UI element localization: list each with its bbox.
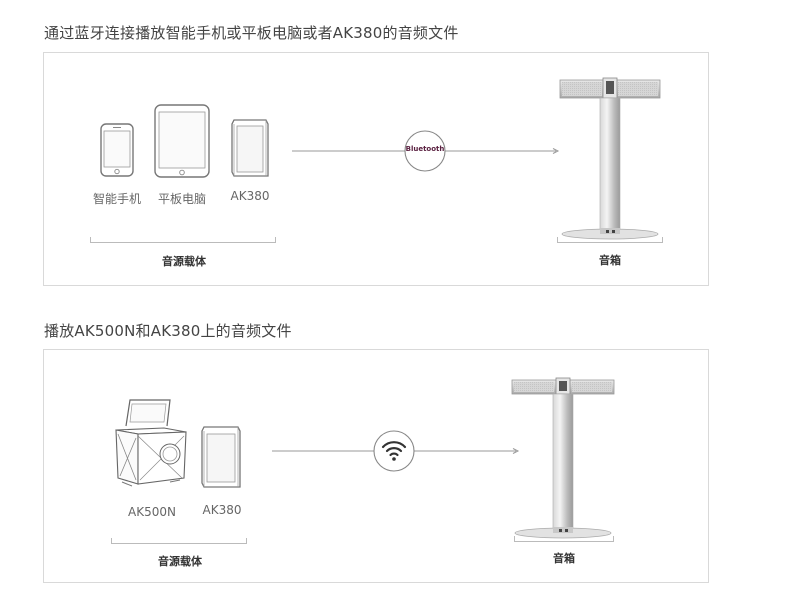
speaker-bracket bbox=[557, 237, 663, 243]
section1-title: 通过蓝牙连接播放智能手机或平板电脑或者AK380的音频文件 bbox=[44, 24, 459, 42]
speaker-label: 音箱 bbox=[553, 552, 575, 565]
section2-title: 播放AK500N和AK380上的音频文件 bbox=[44, 322, 292, 340]
section2-panel: AK500N AK380 音源载体 bbox=[43, 349, 709, 583]
device-label-ak380: AK380 bbox=[202, 503, 242, 517]
speaker-bracket bbox=[514, 536, 614, 542]
smartphone-icon bbox=[100, 123, 134, 177]
device-label-ak380: AK380 bbox=[230, 189, 270, 203]
speaker-label: 音箱 bbox=[599, 254, 621, 267]
ak500n-icon bbox=[115, 399, 187, 487]
tablet-icon bbox=[154, 104, 210, 178]
ak380-player-icon bbox=[231, 119, 269, 177]
device-label-smartphone: 智能手机 bbox=[92, 192, 141, 206]
source-group-label: 音源载体 bbox=[162, 255, 206, 268]
speaker-image bbox=[511, 377, 615, 539]
device-label-ak500n: AK500N bbox=[128, 505, 176, 519]
speaker-image bbox=[559, 77, 661, 240]
ak380-player-icon bbox=[201, 426, 241, 488]
source-group-bracket bbox=[111, 538, 247, 544]
device-label-tablet: 平板电脑 bbox=[157, 192, 206, 206]
wifi-icon bbox=[373, 430, 415, 472]
source-group-bracket bbox=[90, 237, 276, 243]
source-group-label: 音源载体 bbox=[158, 555, 202, 568]
bluetooth-label: Bluetooth bbox=[405, 145, 445, 153]
bluetooth-badge bbox=[404, 130, 446, 172]
section1-panel: 智能手机 平板电脑 AK380 音源载体 Bluetooth bbox=[43, 52, 709, 286]
